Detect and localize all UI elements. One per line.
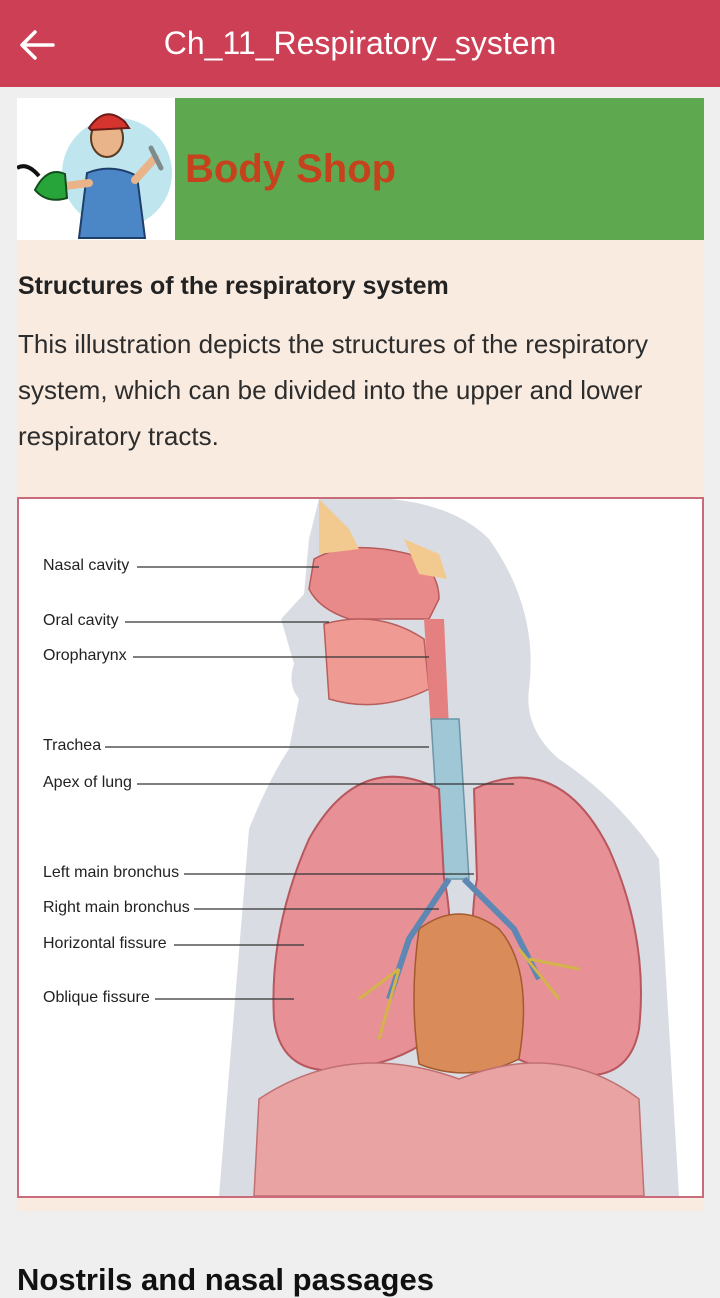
chapter-content: Body Shop Structures of the respiratory …	[17, 98, 704, 1211]
section-paragraph: This illustration depicts the structures…	[18, 329, 649, 451]
label-oblique-fissure: Oblique fissure	[43, 989, 150, 1006]
mechanic-mascot-icon	[17, 98, 175, 240]
respiratory-illustration: Nasal cavity Oral cavity Oropharynx Trac…	[17, 497, 704, 1198]
label-horizontal-fissure: Horizontal fissure	[43, 935, 167, 952]
label-trachea: Trachea	[43, 737, 102, 754]
page-title: Ch_11_Respiratory_system	[163, 25, 557, 61]
label-nasal-cavity: Nasal cavity	[43, 557, 130, 574]
banner-title: Body Shop	[185, 146, 397, 191]
section-heading: Structures of the respiratory system	[18, 272, 449, 300]
arrow-left-icon	[20, 30, 55, 60]
back-button[interactable]	[14, 22, 60, 68]
label-right-main-bronchus: Right main bronchus	[43, 899, 190, 916]
figure-panel: Nasal cavity Oral cavity Oropharynx Trac…	[17, 497, 704, 1211]
intro-panel: Structures of the respiratory system Thi…	[17, 240, 704, 497]
banner-title-area: Body Shop	[175, 98, 704, 240]
label-apex-of-lung: Apex of lung	[43, 774, 132, 791]
body-shop-banner: Body Shop	[17, 98, 704, 240]
respiratory-system-image	[105, 499, 679, 1196]
label-left-main-bronchus: Left main bronchus	[43, 864, 180, 881]
next-section-heading: Nostrils and nasal passages	[17, 1262, 434, 1297]
app-bar: Ch_11_Respiratory_system	[0, 0, 720, 87]
label-oropharynx: Oropharynx	[43, 647, 127, 664]
label-oral-cavity: Oral cavity	[43, 612, 119, 629]
